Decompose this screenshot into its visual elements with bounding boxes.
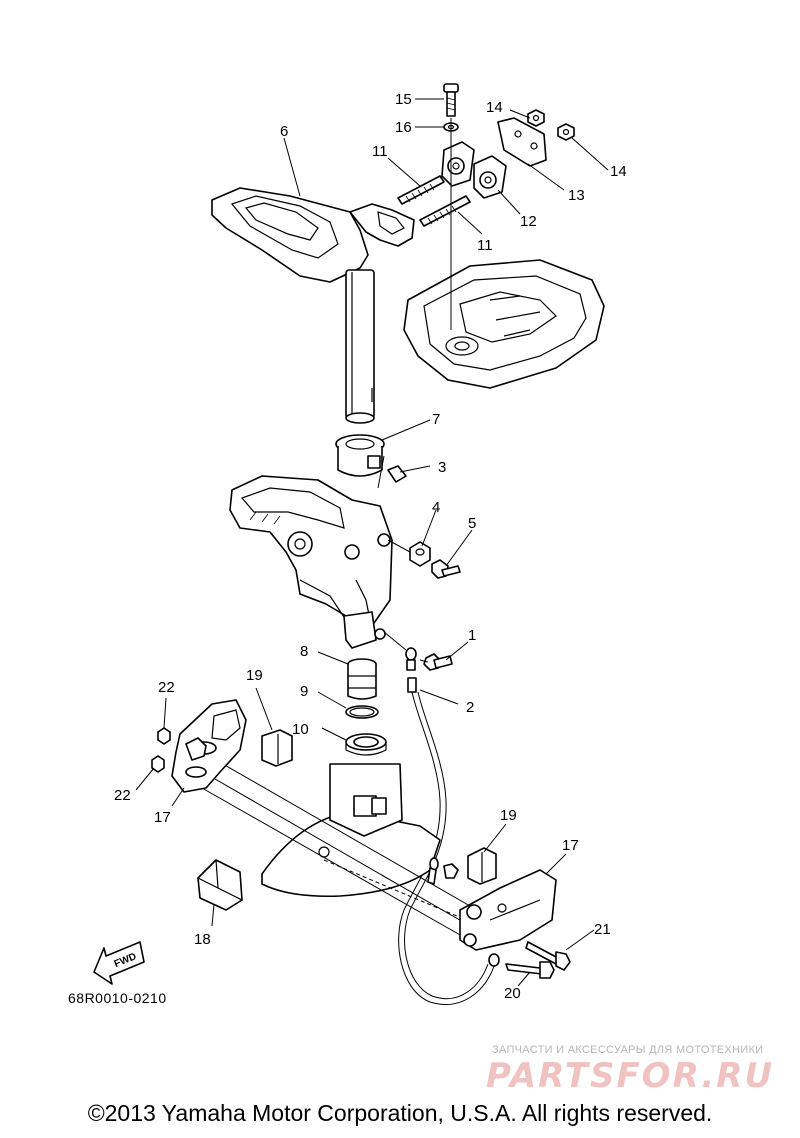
swivel-bracket (229, 475, 393, 649)
collar-part-4 (409, 541, 431, 567)
ground-lead-part-2 (398, 647, 500, 1005)
callout-11-upper: 11 (372, 143, 388, 160)
nut-part-14-lower (557, 123, 575, 141)
bolt-part-11-lower (419, 195, 471, 227)
callout-16: 16 (395, 119, 412, 136)
fwd-arrow-icon: FWD (93, 941, 145, 985)
callout-12: 12 (520, 213, 537, 230)
pad-part-18 (197, 859, 243, 911)
bushing-part-7 (335, 434, 385, 477)
callout-22-upper: 22 (158, 679, 175, 696)
callout-7: 7 (432, 411, 440, 428)
callout-5: 5 (468, 515, 476, 532)
pad-part-19-right (467, 847, 497, 885)
callout-15: 15 (395, 91, 412, 108)
callout-4: 4 (432, 499, 440, 516)
callout-18: 18 (194, 931, 211, 948)
nut-part-14-upper (527, 109, 545, 127)
callout-2: 2 (466, 699, 474, 716)
nut-part-22-upper (157, 727, 171, 745)
bolt-part-21 (525, 941, 571, 971)
bolt-part-1 (423, 653, 453, 671)
callout-14-upper: 14 (486, 99, 503, 116)
steering-bracket-part-6 (211, 187, 415, 424)
engine-base-reference (403, 259, 605, 389)
bolt-part-11-upper (397, 175, 445, 205)
callout-10: 10 (292, 721, 309, 738)
callout-21: 21 (594, 921, 611, 938)
bushing-part-8 (347, 658, 377, 700)
clamp-part-17-right (459, 869, 557, 951)
copyright-notice: ©2013 Yamaha Motor Corporation, U.S.A. A… (87, 1100, 713, 1126)
clamp-bracket-reference (187, 759, 491, 945)
clamp-part-17-left (171, 699, 247, 793)
bolt-part-5 (431, 559, 461, 579)
mount-cushion-part-12 (441, 141, 507, 199)
callout-14-lower: 14 (610, 163, 627, 180)
callout-17-left: 17 (154, 809, 171, 826)
callout-3: 3 (438, 459, 446, 476)
watermark-tagline: ЗАПЧАСТИ И АКСЕССУАРЫ ДЛЯ МОТОТЕХНИКИ (492, 1044, 764, 1056)
callout-8: 8 (300, 643, 308, 660)
washer-screw-ground (427, 857, 459, 885)
callout-17-right: 17 (562, 837, 579, 854)
callout-20: 20 (504, 985, 521, 1002)
assembly-centerlines (377, 118, 452, 663)
mount-bolt-part-15 (443, 83, 459, 117)
callout-6: 6 (280, 123, 288, 140)
callout-9: 9 (300, 683, 308, 700)
callout-13: 13 (568, 187, 585, 204)
bolt-part-20 (505, 961, 555, 979)
callout-11-lower: 11 (477, 237, 493, 254)
o-ring-part-9 (345, 705, 379, 719)
mount-plate-part-13 (497, 117, 547, 167)
nut-part-22-lower (151, 755, 165, 773)
pad-part-19-left (261, 729, 293, 767)
callout-1: 1 (468, 627, 476, 644)
callout-19-right: 19 (500, 807, 517, 824)
seal-part-10 (345, 733, 387, 756)
callout-22-lower: 22 (114, 787, 131, 804)
diagram-code: 68R0010-0210 (68, 990, 167, 1006)
watermark-logo: PARTSFOR.RU (486, 1056, 775, 1096)
liner-part-3 (387, 465, 407, 483)
callout-19-left: 19 (246, 667, 263, 684)
callout-leaders (135, 98, 609, 987)
callout-numbers: 15 16 14 14 13 12 11 11 6 7 3 4 5 1 2 8 … (114, 91, 627, 1002)
